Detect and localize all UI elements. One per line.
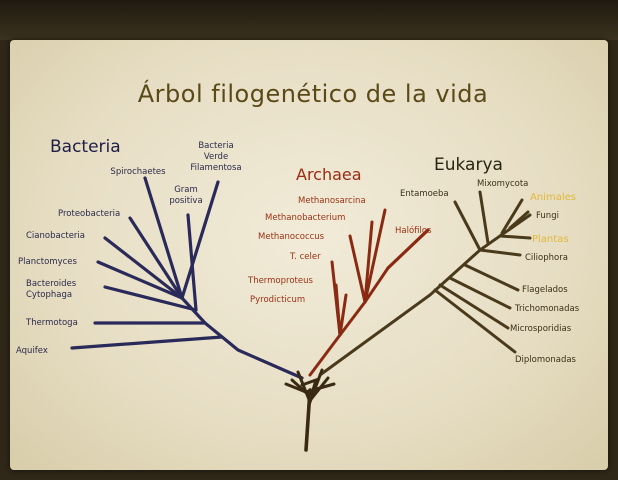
taxon-thermotoga: Thermotoga [25, 318, 78, 328]
phylogenetic-tree-diagram: Árbol filogenético de la vida [16, 79, 580, 452]
taxon-gram-1: Gram [174, 185, 198, 195]
taxon-animales: Animales [530, 192, 576, 203]
branch-gram-positiva [186, 213, 198, 312]
domain-label-bacteria: Bacteria [50, 137, 121, 157]
taxon-proteobacteria: Proteobacteria [58, 209, 120, 219]
branch-aquifex [70, 335, 224, 350]
taxon-trichomonadas: Trichomonadas [514, 304, 580, 314]
taxon-diplomonadas: Diplomonadas [515, 355, 577, 365]
video-top-frame [0, 0, 618, 40]
taxon-entamoeba: Entamoeba [400, 189, 449, 199]
branch-ciliophora [478, 248, 522, 257]
branch-animales [500, 198, 524, 235]
branch-fungi [508, 210, 530, 230]
branch-trichomonadas [448, 276, 512, 310]
branch-entamoeba [453, 200, 482, 252]
branch-methanobacterium [363, 220, 374, 304]
taxon-mixomycota: Mixomycota [477, 179, 528, 189]
eukarya-trunk [318, 213, 532, 377]
taxon-t-celer: T. celer [289, 252, 321, 262]
branch-thermoproteus [334, 283, 342, 337]
bacteria-taxa-labels: Bacteria Verde Filamentosa Gram positiva… [16, 141, 242, 356]
branch-diplomonadas [433, 288, 517, 354]
taxon-bacteria-verde-2: Verde [204, 152, 228, 162]
branch-verde-filamentosa [180, 180, 220, 300]
taxon-microsporidias: Microsporidias [510, 324, 572, 334]
branch-flagelados [463, 263, 520, 292]
branch-cianobacteria [103, 236, 184, 300]
branch-planctomyces [96, 260, 184, 300]
taxon-planctomyces: Planctomyces [18, 257, 78, 267]
taxon-flagelados: Flagelados [522, 285, 568, 295]
taxon-fungi: Fungi [536, 211, 559, 221]
taxon-methanosarcina: Methanosarcina [298, 196, 366, 206]
branch-spirochaetes [143, 176, 184, 300]
branch-methanococcus [348, 234, 367, 304]
taxon-methanobacterium: Methanobacterium [265, 213, 345, 223]
taxon-pyrodicticum: Pyrodicticum [250, 295, 305, 305]
branch-mixomycota [478, 190, 490, 245]
branch-microsporidias [438, 283, 510, 330]
taxon-ciliophora: Ciliophora [525, 253, 568, 263]
taxon-halofilos: Halófilos [395, 225, 432, 236]
taxon-gram-2: positiva [169, 196, 202, 206]
taxon-plantas: Plantas [532, 234, 569, 245]
domain-label-archaea: Archaea [296, 165, 362, 184]
archaea-branches [308, 208, 430, 377]
taxon-bacteroides-2: Cytophaga [26, 290, 72, 300]
taxon-spirochaetes: Spirochaetes [110, 167, 166, 177]
taxon-aquifex: Aquifex [16, 346, 48, 356]
eukarya-branches [318, 190, 532, 377]
page-title: Árbol filogenético de la vida [138, 79, 488, 108]
taxon-bacteroides-1: Bacteroides [26, 279, 77, 289]
domain-label-eukarya: Eukarya [434, 155, 503, 175]
branch-halofilos [386, 228, 430, 270]
eukarya-taxa-labels: Entamoeba Mixomycota Animales Fungi Plan… [400, 179, 580, 365]
taxon-cianobacteria: Cianobacteria [26, 231, 85, 241]
taxon-bacteria-verde-3: Filamentosa [190, 163, 241, 173]
tree-root [284, 368, 336, 452]
branch-bacteroides [103, 285, 198, 312]
bacteria-branches [70, 176, 304, 380]
archaea-taxa-labels: Methanosarcina Methanobacterium Methanoc… [247, 196, 432, 305]
branch-methanosarcina [363, 208, 387, 304]
taxon-thermoproteus: Thermoproteus [247, 276, 313, 286]
branch-plantas [498, 234, 532, 240]
branch-pyrodicticum [338, 293, 348, 337]
taxon-bacteria-verde-1: Bacteria [198, 141, 233, 151]
branch-proteobacteria [128, 216, 184, 300]
taxon-methanococcus: Methanococcus [258, 232, 325, 242]
slide-panel: Árbol filogenético de la vida [10, 40, 608, 470]
